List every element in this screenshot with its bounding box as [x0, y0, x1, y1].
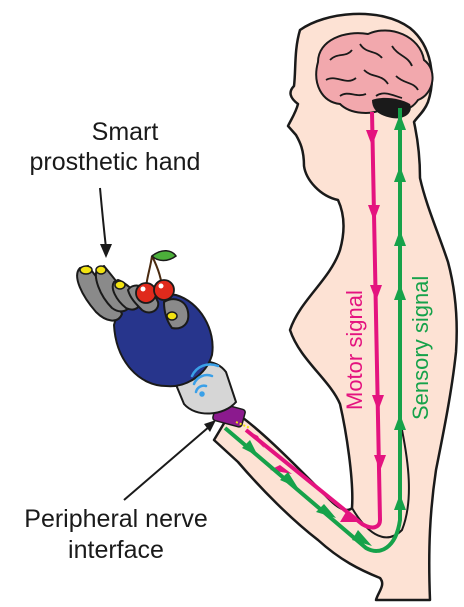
smart-hand-label-line2: prosthetic hand: [0, 148, 230, 177]
pni-label-arrow: [124, 420, 216, 500]
cherries-icon: [136, 251, 176, 303]
fingertip-2: [96, 266, 106, 274]
fingertip-4: [167, 312, 177, 320]
motor-signal-label: Motor signal: [342, 290, 367, 410]
hand-label-arrow: [100, 188, 112, 258]
sensory-signal-label: Sensory signal: [408, 276, 433, 420]
fingertip-3: [115, 281, 125, 289]
pni-label-line1: Peripheral nerve: [0, 505, 232, 534]
fingertip-1: [80, 266, 92, 274]
pni-label-line2: interface: [0, 536, 232, 565]
smart-hand-label-line1: Smart: [40, 118, 210, 147]
